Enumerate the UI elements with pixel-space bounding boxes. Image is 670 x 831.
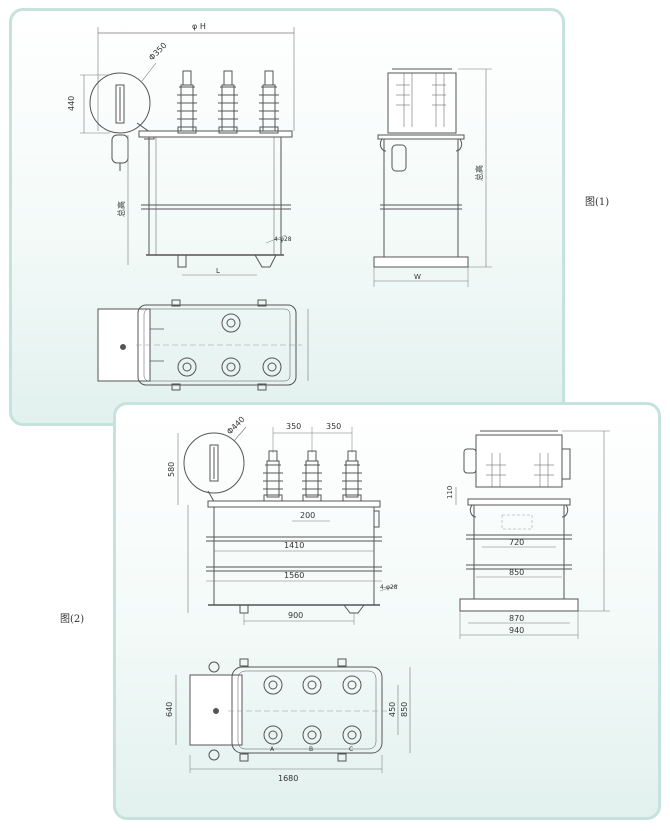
figure-2-label: 图(2): [60, 614, 85, 625]
fig2-phase-c: C: [349, 746, 353, 753]
fig2-dim-side-720: 720: [509, 538, 524, 547]
fig2-dim-wheel: 4-φ28: [380, 584, 398, 591]
fig2-dim-tank-width: 1410: [284, 541, 304, 550]
fig2-dim-plan-850: 850: [400, 702, 409, 717]
fig2-dim-side-870: 870: [509, 614, 524, 623]
figure-1-label: 图(1): [585, 197, 610, 208]
fig2-phase-a: A: [270, 746, 275, 753]
fig2-dim-side-top: 110: [446, 486, 454, 499]
fig2-side-view: [455, 430, 610, 639]
fig1-dim-side-base: W: [414, 273, 421, 281]
fig2-dim-side-850: 850: [509, 568, 524, 577]
fig1-bushings: [177, 70, 279, 134]
fig1-dim-conservator-dia: Φ350: [147, 41, 169, 63]
fig2-dim-plan-1680: 1680: [278, 774, 298, 783]
fig2-dim-wheel-base: 900: [288, 611, 303, 620]
fig2-phase-b: B: [309, 746, 313, 753]
fig2-bushings: [263, 450, 362, 502]
fig1-dim-total-height: 总高: [116, 201, 126, 217]
fig2-dim-side-940: 940: [509, 626, 524, 635]
fig1-dim-width: φ H: [192, 22, 206, 31]
fig2-dim-bushing-gap-2: 350: [326, 422, 341, 431]
figure-1-panel: φ H Φ350 440 总高 4-φ28 L 总高 W: [9, 8, 565, 426]
fig1-side-view: [373, 68, 492, 287]
fig2-dim-plan-450: 450: [388, 702, 397, 717]
fig2-dim-inner-gap: 200: [300, 511, 315, 520]
fig2-dim-bushing-gap-1: 350: [286, 422, 301, 431]
fig1-front-view: [80, 27, 295, 276]
fig1-dim-base: L: [216, 267, 220, 275]
fig2-dim-conservator-height: 580: [167, 462, 176, 477]
figure-2-drawing: Φ440 350 350 580 200 1410 1560 4-φ28 900…: [165, 415, 610, 783]
fig1-dim-side-height: 总高: [474, 165, 484, 181]
fig1-dim-conservator-height: 440: [67, 96, 76, 111]
fig2-plan-view: [175, 658, 411, 773]
fig2-dim-total-width: 1560: [284, 571, 304, 580]
figure-2-panel: Φ440 350 350 580 200 1410 1560 4-φ28 900…: [113, 402, 661, 820]
fig2-dim-conservator-dia: Φ440: [225, 415, 247, 437]
fig2-front-view: [177, 426, 399, 625]
fig1-dim-wheel: 4-φ28: [274, 236, 292, 243]
fig2-dim-plan-640: 640: [165, 702, 174, 717]
fig1-plan-view: [97, 299, 309, 391]
figure-1-drawing: φ H Φ350 440 总高 4-φ28 L 总高 W: [67, 22, 492, 391]
